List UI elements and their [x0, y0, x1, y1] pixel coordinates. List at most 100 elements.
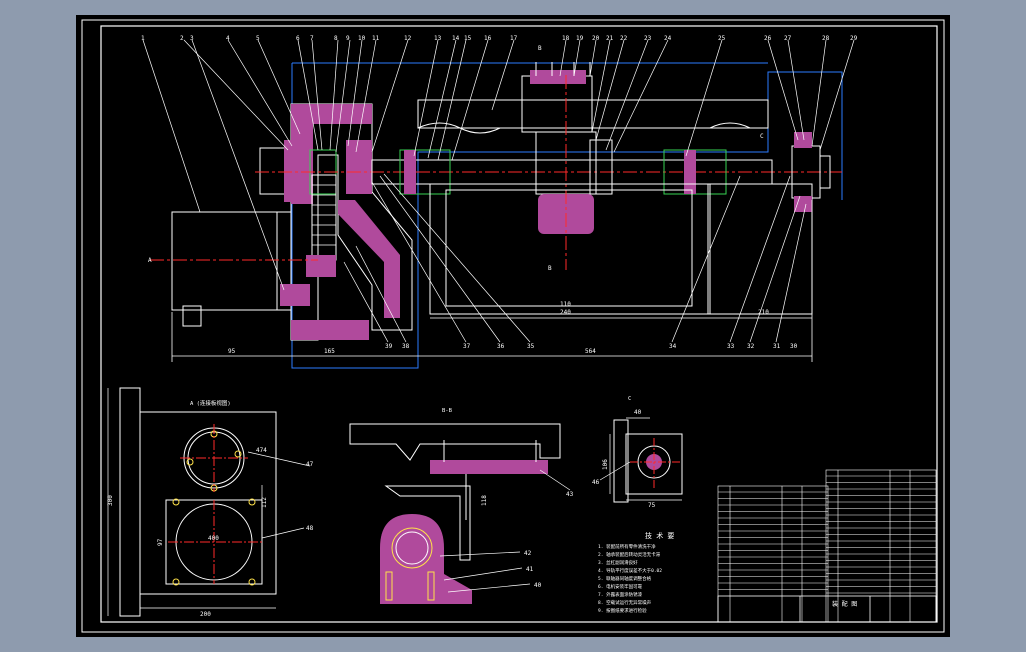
dim-200: 200: [200, 611, 211, 618]
drawing-sheet: [76, 15, 950, 637]
dim-75: 75: [648, 502, 656, 509]
note-line-1: 1. 装配前所有零件清洗干净: [598, 543, 656, 550]
note-line-7: 7. 外露表面涂防锈漆: [598, 591, 643, 598]
note-line-6: 6. 电机安装牢固可靠: [598, 583, 643, 590]
balloon-20: 20: [592, 35, 600, 42]
note-line-4: 4. 导轨平行度误差不大于0.02: [598, 567, 662, 574]
dim-118: 118: [481, 495, 488, 506]
balloon-29: 29: [850, 35, 858, 42]
section-mark-b1: B: [538, 45, 542, 52]
note-line-8: 8. 空载试运行无异常噪声: [598, 599, 652, 606]
balloon-25: 25: [718, 35, 726, 42]
dim-300: 300: [107, 495, 114, 506]
balloon-9: 9: [346, 35, 350, 42]
plate-view: A (连接板视图) 300 200 474 112 400 97 47: [107, 387, 314, 618]
top-bracket-fill: [291, 104, 372, 124]
section-view: B-B 118 43 42 41 40: [349, 408, 574, 604]
balloon-17: 17: [510, 35, 518, 42]
dim-106: 106: [602, 459, 609, 470]
title-block-label: 装 配 图: [832, 600, 857, 608]
balloon-11: 11: [372, 35, 380, 42]
section-mark-b2: B: [548, 265, 552, 272]
section-mark-c: C: [760, 133, 764, 140]
balloon-31: 31: [773, 343, 781, 350]
balloon-2: 2: [180, 35, 184, 42]
note-line-2: 2. 轴承装配后转动灵活无卡滞: [598, 551, 661, 558]
balloon-5: 5: [256, 35, 260, 42]
balloon-15: 15: [464, 35, 472, 42]
balloon-34: 34: [669, 343, 677, 350]
notes-title: 技 术 要: [645, 531, 674, 540]
balloon-7: 7: [310, 35, 314, 42]
dim-165: 165: [324, 348, 335, 355]
balloon-47: 47: [306, 461, 314, 468]
balloon-35: 35: [527, 343, 535, 350]
balloon-16: 16: [484, 35, 492, 42]
balloon-48: 48: [306, 525, 314, 532]
balloon-30: 30: [790, 343, 798, 350]
balloon-37: 37: [463, 343, 471, 350]
dim-564: 564: [585, 348, 596, 355]
plate-view-label: A (连接板视图): [190, 399, 231, 407]
dim-400: 400: [208, 535, 219, 542]
balloon-38: 38: [402, 343, 410, 350]
balloon-21: 21: [606, 35, 614, 42]
balloon-row-top: 1 2 3 4 5 6 7 8 9 10 11 12 13 14 15 16 1…: [141, 35, 858, 42]
linear-rail: [417, 99, 769, 129]
note-line-9: 9. 按图纸要求进行检验: [598, 607, 647, 614]
balloon-40: 40: [534, 582, 542, 589]
technical-notes: 技 术 要 1. 装配前所有零件清洗干净 2. 轴承装配后转动灵活无卡滞 3. …: [598, 531, 674, 614]
dim-110: 110: [560, 301, 571, 308]
dim-112: 112: [261, 497, 268, 508]
dim-95: 95: [228, 348, 236, 355]
dim-210: 210: [758, 309, 769, 316]
balloon-39: 39: [385, 343, 393, 350]
note-line-5: 5. 联轴器同轴度调整合格: [598, 575, 652, 582]
title-block: [717, 595, 937, 623]
balloon-1: 1: [141, 35, 145, 42]
inner-frame: [100, 25, 938, 623]
outer-border: [81, 19, 945, 633]
main-assembly-view: 95 165 564 110 240 210: [142, 39, 855, 369]
section-housing: [380, 514, 472, 604]
section-top-plate: [430, 460, 548, 474]
plate-outline: [119, 387, 277, 617]
balloon-42: 42: [524, 550, 532, 557]
parts-list-rows: [718, 475, 936, 594]
balloon-28: 28: [822, 35, 830, 42]
section-mark-a: A: [148, 257, 152, 264]
balloon-4: 4: [226, 35, 230, 42]
balloon-27: 27: [784, 35, 792, 42]
diag-brace-fill: [338, 200, 400, 318]
balloon-12: 12: [404, 35, 412, 42]
balloon-32: 32: [747, 343, 755, 350]
dim-97: 97: [157, 538, 164, 546]
bearing-view-label: C: [628, 396, 631, 402]
balloon-6: 6: [296, 35, 300, 42]
motor-foot: [182, 305, 202, 327]
balloon-36: 36: [497, 343, 505, 350]
balloon-14: 14: [452, 35, 460, 42]
balloon-24: 24: [664, 35, 672, 42]
dim-40: 40: [634, 409, 642, 416]
balloon-33: 33: [727, 343, 735, 350]
dim-240: 240: [560, 309, 571, 316]
balloon-46: 46: [592, 479, 600, 486]
section-view-label: B-B: [442, 408, 453, 414]
balloon-10: 10: [358, 35, 366, 42]
balloon-18: 18: [562, 35, 570, 42]
balloon-3: 3: [190, 35, 194, 42]
note-line-3: 3. 丝杠副润滑良好: [598, 559, 638, 566]
bottom-base-fill: [291, 320, 369, 340]
balloon-43: 43: [566, 491, 574, 498]
balloon-row-bottom: 39 38 37 36 35 34 33 32 31 30: [385, 343, 798, 350]
dim-474: 474: [256, 447, 267, 454]
balloon-41: 41: [526, 566, 534, 573]
balloon-26: 26: [764, 35, 772, 42]
bearing-view: C 40 106 75 46: [592, 396, 683, 509]
balloon-22: 22: [620, 35, 628, 42]
balloon-19: 19: [576, 35, 584, 42]
balloon-23: 23: [644, 35, 652, 42]
balloon-8: 8: [334, 35, 338, 42]
